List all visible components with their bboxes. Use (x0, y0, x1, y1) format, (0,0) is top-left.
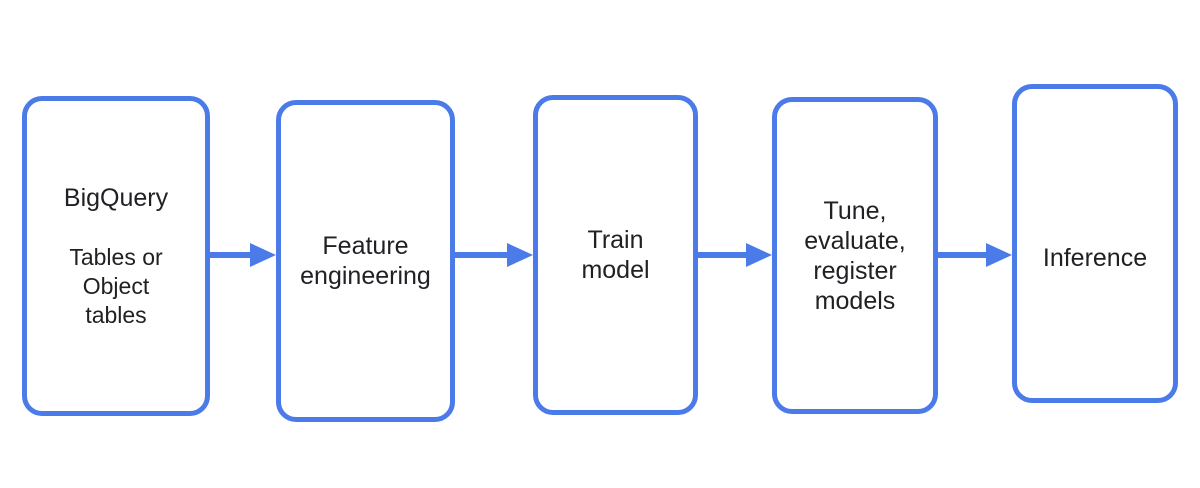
node-feature-engineering-label: Feature engineering (300, 232, 431, 290)
node-tune-evaluate-register-label: Tune, evaluate, register models (804, 196, 906, 315)
arrow-shaft (698, 252, 752, 258)
node-bigquery-tables-label: BigQuery Tables or Object tables (58, 153, 174, 360)
flow-arrow-icon (210, 243, 276, 267)
flow-arrow-icon (938, 243, 1012, 267)
flow-arrow-icon (698, 243, 772, 267)
arrow-head-icon (250, 243, 276, 267)
node-bigquery-tables-title: BigQuery (63, 183, 169, 212)
arrow-head-icon (746, 243, 772, 267)
node-train-model-label: Train model (581, 226, 650, 284)
node-tune-evaluate-register: Tune, evaluate, register models (772, 97, 938, 414)
node-train-model: Train model (533, 95, 698, 415)
arrow-head-icon (507, 243, 533, 267)
arrow-shaft (210, 252, 256, 258)
node-inference-label: Inference (1042, 243, 1148, 272)
node-bigquery-tables: BigQuery Tables or Object tables (22, 96, 210, 416)
node-inference: Inference (1012, 84, 1178, 403)
flow-arrow-icon (455, 243, 533, 267)
arrow-shaft (938, 252, 992, 258)
arrow-head-icon (986, 243, 1012, 267)
arrow-shaft (455, 252, 513, 258)
node-bigquery-tables-subtitle: Tables or Object tables (69, 243, 163, 328)
node-feature-engineering: Feature engineering (276, 100, 455, 422)
